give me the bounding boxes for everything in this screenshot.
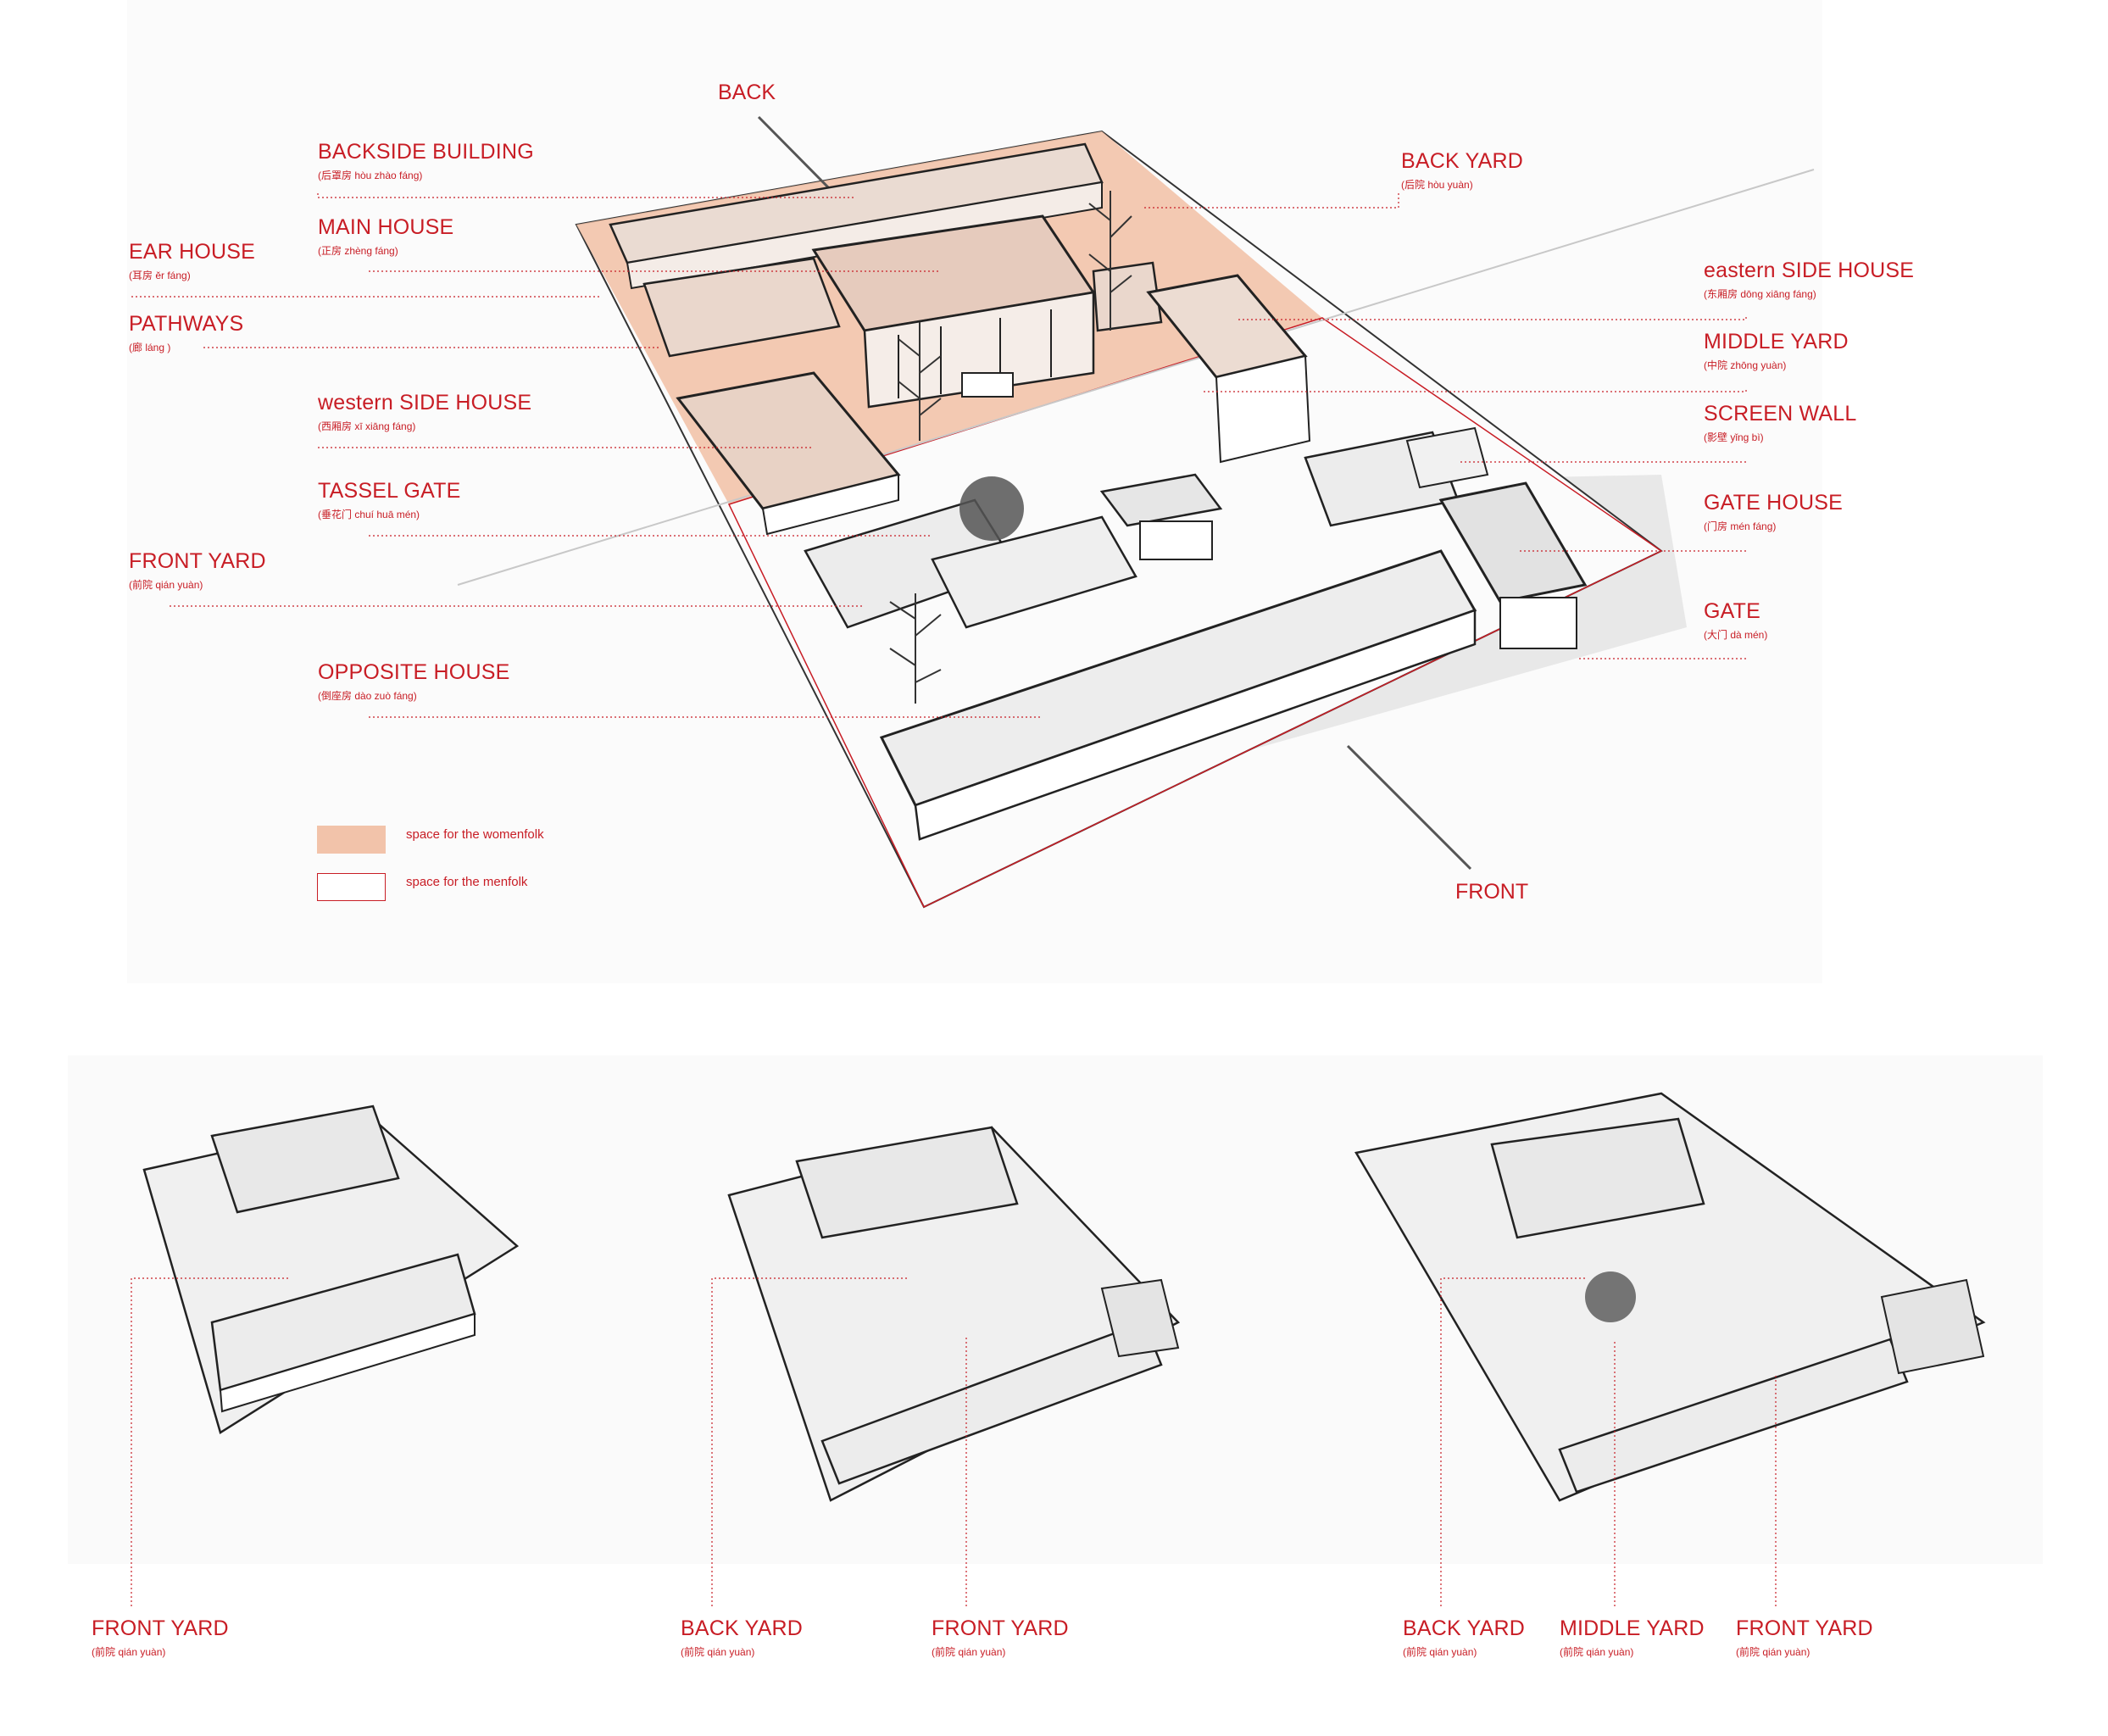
opposite-house <box>879 549 1477 841</box>
label-main-house: MAIN HOUSE (正房 zhèng fáng) <box>318 215 454 257</box>
label-eastern-side-house-en: eastern SIDE HOUSE <box>1704 259 1915 282</box>
label-c-back-yard-en: BACK YARD <box>1403 1616 1525 1640</box>
legend-men-swatch <box>317 873 386 901</box>
label-c-middle-yard: MIDDLE YARD (前院 qián yuàn) <box>1560 1616 1705 1658</box>
label-ear-house: EAR HOUSE (耳房 ěr fáng) <box>129 242 255 281</box>
eastern-side-house <box>1146 274 1311 464</box>
label-western-side-house: western SIDE HOUSE (西厢房 xī xiāng fáng) <box>318 391 532 432</box>
label-middle-yard: MIDDLE YARD (中院 zhōng yuàn) <box>1704 330 1849 371</box>
label-b-back-yard-cn: (前院 qián yuàn) <box>681 1646 755 1658</box>
label-gate-en: GATE <box>1704 599 1761 623</box>
label-back-yard-cn: (后院 hòu yuàn) <box>1401 179 1473 191</box>
bottom-leader-lines <box>131 1277 1777 1606</box>
legend-men-label: space for the menfolk <box>406 875 528 889</box>
label-a-front-yard-cn: (前院 qián yuàn) <box>92 1646 166 1658</box>
label-b-back-yard-en: BACK YARD <box>681 1616 803 1640</box>
label-c-back-yard: BACK YARD (前院 qián yuàn) <box>1403 1616 1525 1658</box>
label-gate-house-en: GATE HOUSE <box>1704 491 1844 515</box>
label-c-front-yard: FRONT YARD (前院 qián yuàn) <box>1736 1616 1873 1658</box>
label-a-front-yard-en: FRONT YARD <box>92 1616 229 1640</box>
label-pathways-cn: (廊 láng ) <box>129 342 171 353</box>
label-gate: GATE (大门 dà mén) <box>1704 599 1768 641</box>
label-main-house-cn: (正房 zhèng fáng) <box>318 245 398 257</box>
label-tassel-gate-en: TASSEL GATE <box>318 479 461 503</box>
label-backside-building-cn: (后罩房 hòu zhào fáng) <box>318 170 423 181</box>
label-a-front-yard: FRONT YARD (前院 qián yuàn) <box>92 1616 229 1658</box>
label-back-yard: BACK YARD (后院 hòu yuàn) <box>1401 149 1523 191</box>
main-house <box>811 214 1096 409</box>
legend-women-swatch <box>317 826 386 854</box>
label-c-back-yard-cn: (前院 qián yuàn) <box>1403 1646 1477 1658</box>
label-front-yard: FRONT YARD (前院 qián yuàn) <box>129 549 266 591</box>
label-backside-building-en: BACKSIDE BUILDING <box>318 140 534 164</box>
main-courtyard-drawing <box>457 115 1815 909</box>
label-western-side-house-cn: (西厢房 xī xiāng fáng) <box>318 420 416 432</box>
label-b-front-yard-en: FRONT YARD <box>932 1616 1069 1640</box>
axis-front-line <box>1346 744 1472 871</box>
label-opposite-house-cn: (倒座房 dào zuò fáng) <box>318 690 417 702</box>
label-b-front-yard-cn: (前院 qián yuàn) <box>932 1646 1006 1658</box>
label-front-yard-cn: (前院 qián yuàn) <box>129 579 203 591</box>
west-ear-house <box>642 257 841 358</box>
tassel-gate <box>1099 473 1223 560</box>
label-tassel-gate: TASSEL GATE (垂花门 chuí huā mén) <box>318 481 460 520</box>
label-c-front-yard-cn: (前院 qián yuàn) <box>1736 1646 1810 1658</box>
leader-lines <box>131 193 1747 718</box>
backside-building <box>609 142 1104 290</box>
label-tassel-gate-cn: (垂花门 chuí huā mén) <box>318 509 420 520</box>
label-ear-house-en: EAR HOUSE <box>129 240 256 264</box>
label-opposite-house-en: OPPOSITE HOUSE <box>318 660 510 684</box>
label-opposite-house: OPPOSITE HOUSE (倒座房 dào zuò fáng) <box>318 660 510 702</box>
label-b-back-yard: BACK YARD (前院 qián yuàn) <box>681 1616 803 1658</box>
label-back-yard-en: BACK YARD <box>1401 149 1523 173</box>
small-courtyard-3 <box>1354 1092 1986 1502</box>
label-eastern-side-house: eastern SIDE HOUSE (东厢房 dōng xiāng fáng) <box>1704 259 1915 300</box>
west-rooms <box>931 515 1137 629</box>
label-c-front-yard-en: FRONT YARD <box>1736 1616 1873 1640</box>
label-screen-wall-en: SCREEN WALL <box>1704 402 1857 426</box>
axis-cross-line <box>457 169 1815 586</box>
label-screen-wall-cn: (影壁 yǐng bì) <box>1704 431 1764 443</box>
label-c-middle-yard-en: MIDDLE YARD <box>1560 1616 1705 1640</box>
label-backside-building: BACKSIDE BUILDING (后罩房 hòu zhào fáng) <box>318 142 534 181</box>
western-side-house <box>676 371 901 536</box>
label-middle-yard-cn: (中院 zhōng yuàn) <box>1704 359 1787 371</box>
trees <box>889 191 1132 704</box>
label-pathways-en: PATHWAYS <box>129 312 244 336</box>
label-ear-house-cn: (耳房 ěr fáng) <box>129 270 191 281</box>
label-gate-house: GATE HOUSE (门房 mén fáng) <box>1704 491 1844 532</box>
label-eastern-side-house-cn: (东厢房 dōng xiāng fáng) <box>1704 288 1816 300</box>
small-courtyard-2 <box>727 1126 1181 1502</box>
label-gate-cn: (大门 dà mén) <box>1704 629 1768 641</box>
label-pathways: PATHWAYS (廊 láng ) <box>129 314 243 353</box>
legend-women-label: space for the womenfolk <box>406 827 544 842</box>
screen-wall <box>1405 426 1489 489</box>
back-direction-label: BACK <box>718 81 776 104</box>
label-middle-yard-en: MIDDLE YARD <box>1704 330 1849 353</box>
pine-tree <box>959 476 1024 541</box>
label-screen-wall: SCREEN WALL (影壁 yǐng bì) <box>1704 402 1857 443</box>
front-direction-label: FRONT <box>1455 880 1529 904</box>
label-gate-house-cn: (门房 mén fáng) <box>1704 520 1777 532</box>
label-front-yard-en: FRONT YARD <box>129 549 266 573</box>
label-western-side-house-en: western SIDE HOUSE <box>318 391 532 415</box>
label-main-house-en: MAIN HOUSE <box>318 215 454 239</box>
label-b-front-yard: FRONT YARD (前院 qián yuàn) <box>932 1616 1069 1658</box>
gate-house <box>1438 481 1588 649</box>
small-courtyard-1 <box>142 1104 520 1434</box>
label-c-middle-yard-cn: (前院 qián yuàn) <box>1560 1646 1634 1658</box>
